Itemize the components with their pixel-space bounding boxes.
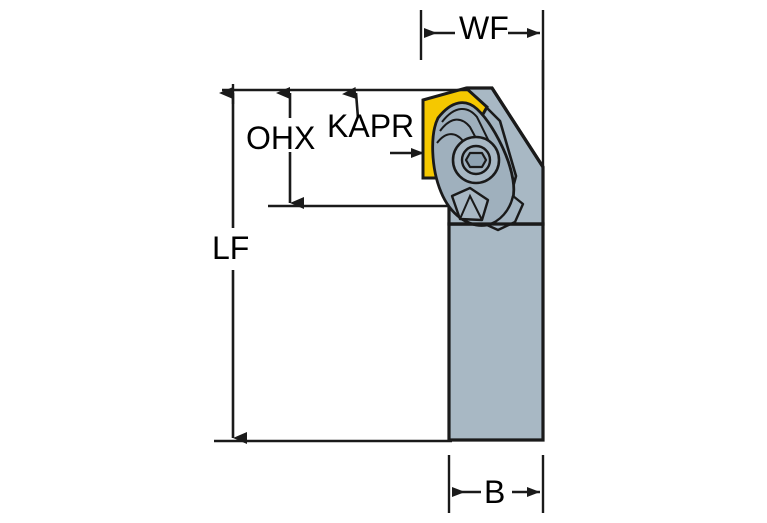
screw-torx-socket — [464, 151, 488, 169]
dimension-label-kapr: KAPR — [327, 108, 415, 144]
head-chamfer-line — [490, 87, 545, 168]
clamp-screw — [451, 135, 501, 185]
tool-holder-shank — [447, 222, 545, 442]
dimension-label-ohx: OHX — [246, 120, 316, 156]
dimension-label-b: B — [484, 474, 506, 510]
dimension-label-wf: WF — [459, 10, 509, 46]
dimension-arrows — [219, 28, 540, 497]
dimension-label-lf: LF — [212, 230, 250, 266]
dim-arrow-kapr-up — [342, 87, 360, 119]
clamp-nose-facet — [459, 193, 483, 221]
clamp-rib-1 — [441, 108, 499, 161]
tool-holder-body — [421, 86, 545, 442]
clamp-rib-2 — [439, 118, 494, 171]
